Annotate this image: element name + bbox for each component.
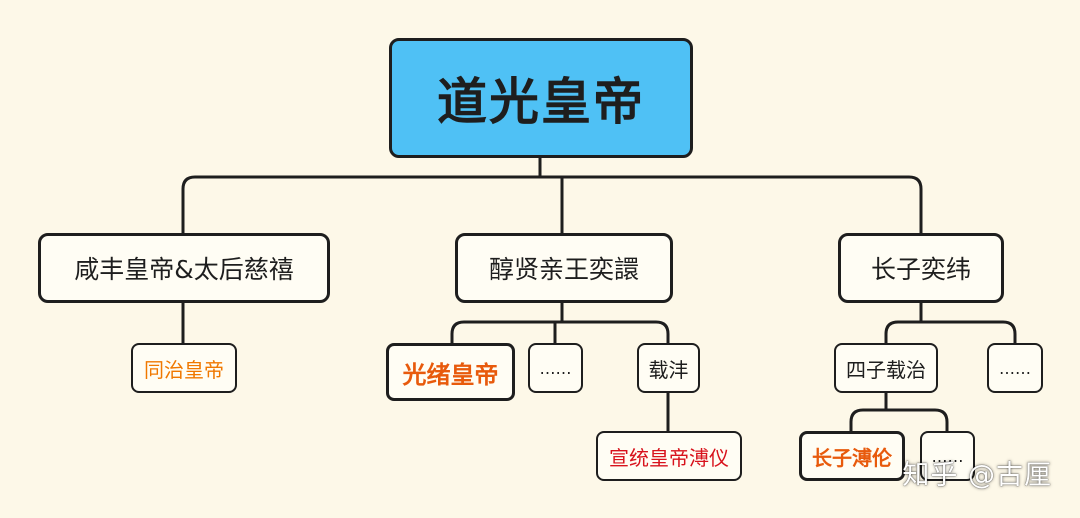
node-label: 醇贤亲王奕譞 — [488, 255, 639, 284]
node-label: 同治皇帝 — [144, 357, 224, 382]
node-label: 宣统皇帝溥仪 — [609, 445, 729, 470]
node-label: 四子载治 — [846, 357, 926, 382]
connector-zaizhi-bar — [849, 408, 949, 431]
node-label: 载沣 — [648, 357, 689, 382]
connector-chun-bar — [450, 320, 670, 343]
node-ellipsis-zaizhi[interactable]: …… — [920, 431, 975, 481]
node-fourth-son-zaizhi[interactable]: 四子载治 — [834, 343, 938, 393]
node-label: 长子溥伦 — [812, 445, 892, 470]
node-chun-prince-yixuan[interactable]: 醇贤亲王奕譞 — [455, 233, 673, 303]
node-ellipsis-yiwei[interactable]: …… — [987, 343, 1043, 393]
connector-yiwei-bar — [884, 320, 1017, 343]
node-label: 长子奕纬 — [870, 255, 971, 284]
watermark-zhihu: 知乎 @古厘 — [902, 460, 1052, 491]
node-label: …… — [931, 446, 964, 466]
node-xianfeng-cixi[interactable]: 咸丰皇帝&太后慈禧 — [38, 233, 330, 303]
node-eldest-son-pulun[interactable]: 长子溥伦 — [799, 431, 905, 481]
root-node-label: 道光皇帝 — [437, 73, 645, 131]
node-zaifeng[interactable]: 载沣 — [637, 343, 700, 393]
node-ellipsis-chun[interactable]: …… — [528, 343, 583, 393]
node-label: …… — [999, 358, 1031, 378]
connector-root-bar — [181, 175, 923, 233]
node-label: 咸丰皇帝&太后慈禧 — [74, 255, 294, 284]
node-xuantong-puyi[interactable]: 宣统皇帝溥仪 — [596, 431, 742, 481]
node-label: 光绪皇帝 — [402, 360, 499, 389]
root-node-daoguang[interactable]: 道光皇帝 — [389, 38, 693, 158]
node-label: …… — [539, 358, 572, 378]
node-guangxu[interactable]: 光绪皇帝 — [386, 343, 515, 401]
node-tongzhi[interactable]: 同治皇帝 — [131, 343, 237, 393]
node-eldest-son-yiwei[interactable]: 长子奕纬 — [838, 233, 1004, 303]
